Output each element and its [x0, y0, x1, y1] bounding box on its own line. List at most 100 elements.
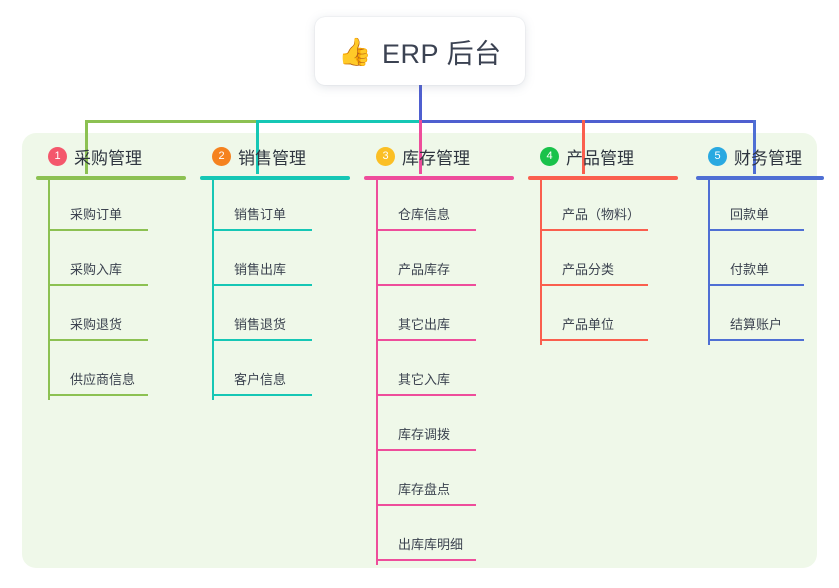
branch-item-label: 供应商信息 [70, 372, 136, 387]
branch-item-rule [376, 394, 476, 396]
branch-item-label: 其它入库 [398, 372, 451, 387]
branch-item[interactable]: 库存盘点 [364, 455, 514, 510]
branch-item-rule [376, 229, 476, 231]
branch-drop-5 [753, 120, 756, 174]
branch-drop-2 [256, 120, 259, 174]
branch-item-label: 产品单位 [562, 317, 615, 332]
branch-item-list: 仓库信息产品库存其它出库其它入库库存调拨库存盘点出库库明细 [364, 180, 514, 565]
branch-header-rule [696, 176, 824, 180]
branch-item[interactable]: 采购入库 [36, 235, 186, 290]
branch-drop-1 [85, 120, 88, 174]
branch-column-4: 4 产品管理产品（物料） 产品分类产品单位 [528, 143, 678, 345]
branch-item[interactable]: 采购订单 [36, 180, 186, 235]
branch-header-4[interactable]: 4 产品管理 [528, 143, 678, 169]
branches-panel [22, 133, 817, 568]
branch-title: 财务管理 [734, 148, 802, 168]
branch-number-badge: 5 [708, 146, 727, 166]
branch-item-label: 采购入库 [70, 262, 123, 277]
branch-item[interactable]: 产品单位 [528, 290, 678, 345]
branch-item-rule [212, 229, 312, 231]
branch-item-label: 销售出库 [234, 262, 287, 277]
branch-item-rule [540, 339, 648, 341]
branch-item-rule [212, 284, 312, 286]
branch-item[interactable]: 回款单 [696, 180, 824, 235]
branch-item[interactable]: 产品分类 [528, 235, 678, 290]
branch-drop-3 [419, 120, 422, 174]
branch-item[interactable]: 销售订单 [200, 180, 350, 235]
branch-title: 销售管理 [238, 148, 306, 168]
branch-item-rule [540, 284, 648, 286]
branch-item[interactable]: 结算账户 [696, 290, 824, 345]
branch-item-label: 销售订单 [234, 207, 287, 222]
branch-item-label: 付款单 [730, 262, 770, 277]
branch-item[interactable]: 客户信息 [200, 345, 350, 400]
branch-item-label: 其它出库 [398, 317, 451, 332]
branch-item[interactable]: 库存调拨 [364, 400, 514, 455]
branch-item[interactable]: 其它出库 [364, 290, 514, 345]
branch-item-rule [48, 339, 148, 341]
branch-spine [48, 180, 50, 400]
branch-item-label: 客户信息 [234, 372, 287, 387]
branch-item-label: 库存调拨 [398, 427, 451, 442]
bus-segment-2 [256, 120, 422, 123]
branch-header-rule [36, 176, 186, 180]
branch-item-rule [212, 394, 312, 396]
branch-item-rule [376, 339, 476, 341]
branch-spine [376, 180, 378, 565]
branch-header-3[interactable]: 3 库存管理 [364, 143, 514, 169]
branch-item[interactable]: 销售出库 [200, 235, 350, 290]
branch-item-rule [708, 284, 804, 286]
branch-column-5: 5 财务管理回款单付款单结算账户 [696, 143, 824, 345]
thumbs-up-icon: 👍 [338, 36, 373, 67]
branch-item[interactable]: 供应商信息 [36, 345, 186, 400]
branch-header-rule [200, 176, 350, 180]
branch-item-label: 库存盘点 [398, 482, 451, 497]
branch-header-rule [528, 176, 678, 180]
branch-title: 产品管理 [566, 148, 634, 168]
branch-item-rule [376, 559, 476, 561]
branch-item-rule [708, 339, 804, 341]
branch-item[interactable]: 采购退货 [36, 290, 186, 345]
branch-number-badge: 4 [540, 146, 559, 166]
branch-item-rule [708, 229, 804, 231]
branch-item-label: 采购退货 [70, 317, 123, 332]
branch-item-label: 销售退货 [234, 317, 287, 332]
branch-item[interactable]: 其它入库 [364, 345, 514, 400]
branch-item-rule [48, 284, 148, 286]
root-node-erp-backend[interactable]: 👍 ERP 后台 [315, 17, 525, 85]
branch-number-badge: 3 [376, 146, 395, 166]
branch-header-rule [364, 176, 514, 180]
branch-item-list: 回款单付款单结算账户 [696, 180, 824, 345]
branch-item-rule [48, 394, 148, 396]
branch-item[interactable]: 产品库存 [364, 235, 514, 290]
bus-segment-1 [85, 120, 259, 123]
branch-title: 库存管理 [402, 148, 470, 168]
branch-item-rule [540, 229, 648, 231]
branch-item-list: 采购订单采购入库采购退货供应商信息 [36, 180, 186, 400]
branch-column-3: 3 库存管理仓库信息产品库存其它出库其它入库库存调拨库存盘点出库库明细 [364, 143, 514, 565]
branch-item-rule [48, 229, 148, 231]
branch-item-label: 回款单 [730, 207, 770, 222]
bus-segment-3 [419, 120, 756, 123]
branch-spine [708, 180, 710, 345]
branch-item[interactable]: 销售退货 [200, 290, 350, 345]
branch-item-label: 产品分类 [562, 262, 615, 277]
branch-number-badge: 2 [212, 146, 231, 166]
root-node-title: ERP 后台 [382, 38, 502, 69]
branch-item[interactable]: 出库库明细 [364, 510, 514, 565]
branch-item-rule [212, 339, 312, 341]
branch-item[interactable]: 产品（物料） [528, 180, 678, 235]
branch-item-label: 仓库信息 [398, 207, 451, 222]
branch-title: 采购管理 [74, 148, 142, 168]
branch-column-2: 2 销售管理销售订单销售出库销售退货客户信息 [200, 143, 350, 400]
branch-item-label: 出库库明细 [398, 537, 464, 552]
branch-item[interactable]: 付款单 [696, 235, 824, 290]
branch-header-2[interactable]: 2 销售管理 [200, 143, 350, 169]
branch-item[interactable]: 仓库信息 [364, 180, 514, 235]
branch-item-rule [376, 504, 476, 506]
root-stem-connector [419, 85, 422, 123]
branch-item-list: 销售订单销售出库销售退货客户信息 [200, 180, 350, 400]
branch-header-5[interactable]: 5 财务管理 [696, 143, 824, 169]
